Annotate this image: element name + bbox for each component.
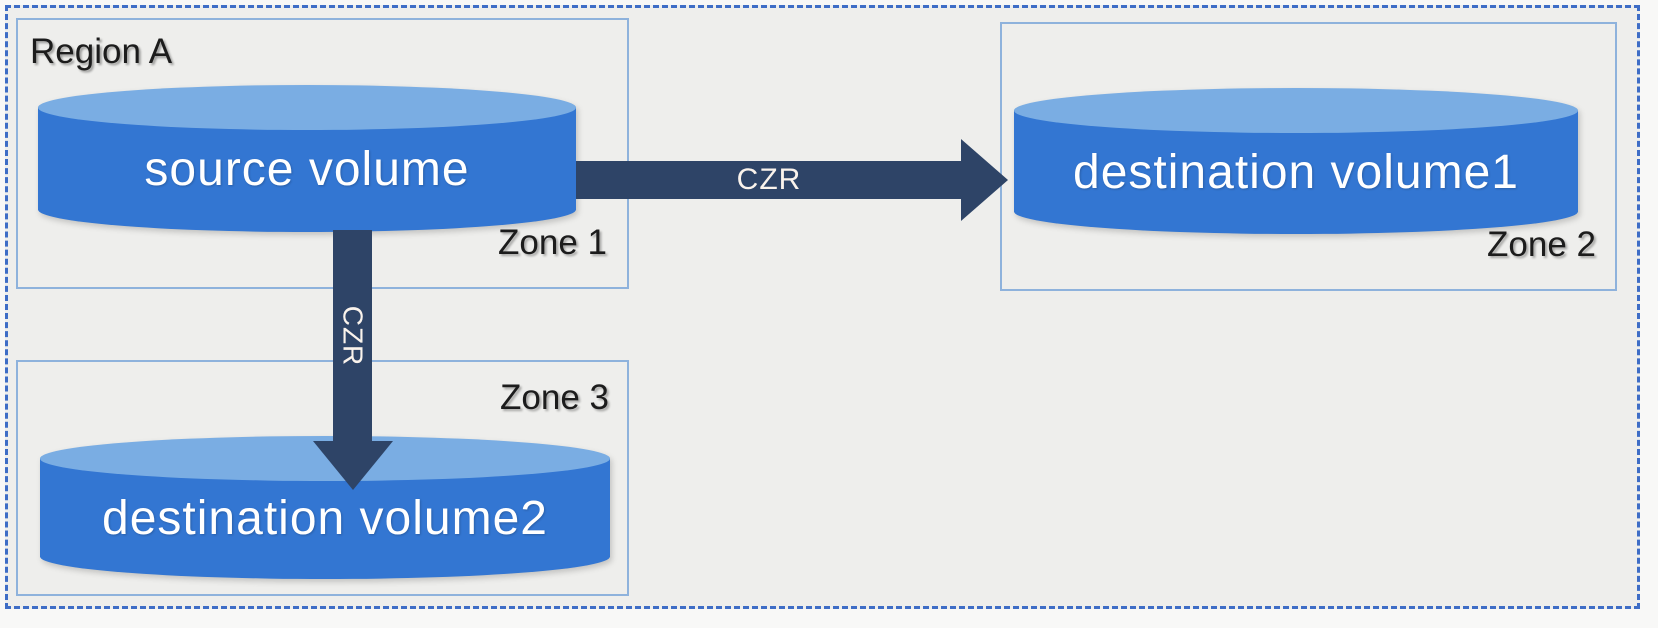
destination-volume1-cylinder-icon: destination volume1 <box>1014 88 1578 234</box>
czr-arrow-right-label: CZR <box>736 163 802 196</box>
zone-3-label: Zone 3 <box>500 378 609 417</box>
czr-arrow-right: CZR <box>576 161 962 199</box>
zone-3-box: Zone 3 <box>16 360 629 596</box>
source-volume-label: source volume <box>144 143 470 196</box>
zone-1-label: Zone 1 <box>498 223 607 262</box>
czr-arrow-down-label: CZR <box>337 305 369 367</box>
zone-2-label: Zone 2 <box>1487 225 1596 264</box>
cylinder-top <box>38 85 576 130</box>
czr-arrow-down-head-icon <box>313 441 393 490</box>
destination-volume1-label: destination volume1 <box>1073 145 1519 199</box>
czr-arrow-right-head-icon <box>961 139 1008 221</box>
source-volume-cylinder-icon: source volume <box>38 85 576 232</box>
zone-1-box: Region A Zone 1 <box>16 18 629 289</box>
cylinder-top <box>1014 88 1578 133</box>
czr-arrow-down: CZR <box>333 230 372 442</box>
destination-volume2-label: destination volume2 <box>102 492 548 545</box>
region-a-label: Region A <box>30 32 173 71</box>
